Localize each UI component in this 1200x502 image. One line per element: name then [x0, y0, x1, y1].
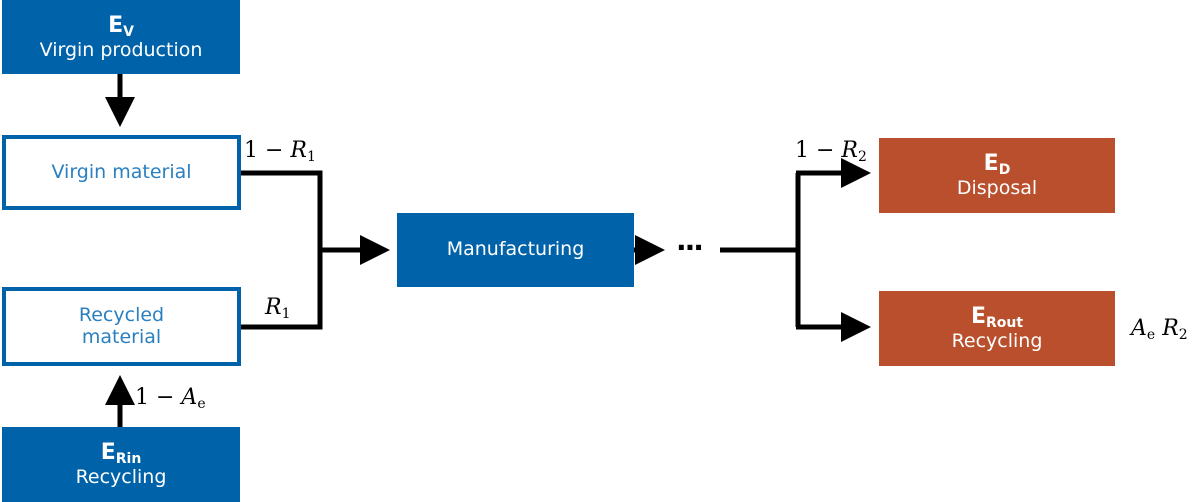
- manufacturing-node: Manufacturing: [397, 213, 634, 287]
- line-recycled-to-junction: [241, 250, 323, 330]
- label-recycled-input: 1 − Ae: [135, 385, 206, 412]
- label-virgin-share: 1 − R1: [244, 138, 316, 165]
- recycling-out-node: ERout Recycling: [879, 291, 1115, 366]
- erout-symbol: ERout: [970, 304, 1024, 332]
- virgin-material-label: Virgin material: [51, 160, 192, 183]
- label-disposal-share: 1 − R2: [795, 138, 867, 165]
- ed-label: Disposal: [956, 177, 1038, 200]
- recycling-in-node: ERin Recycling: [2, 427, 240, 502]
- ev-label: Virgin production: [39, 38, 203, 61]
- line-virgin-to-junction: [241, 170, 323, 250]
- label-recycling-out: Ae R2: [1131, 316, 1188, 343]
- manufacturing-label: Manufacturing: [446, 238, 585, 261]
- ev-symbol: EV: [108, 12, 134, 40]
- virgin-material-node: Virgin material: [2, 135, 241, 210]
- disposal-node: ED Disposal: [879, 138, 1115, 213]
- recycled-material-label: Recycled material: [78, 303, 165, 348]
- continuation-dots: ···: [676, 231, 704, 264]
- ed-symbol: ED: [983, 151, 1011, 179]
- erin-symbol: ERin: [100, 440, 142, 468]
- erin-label: Recycling: [75, 466, 167, 489]
- label-recycled-share: R1: [265, 295, 291, 322]
- erout-label: Recycling: [951, 330, 1043, 353]
- recycled-material-node: Recycled material: [2, 287, 241, 366]
- virgin-production-node: EV Virgin production: [2, 0, 240, 74]
